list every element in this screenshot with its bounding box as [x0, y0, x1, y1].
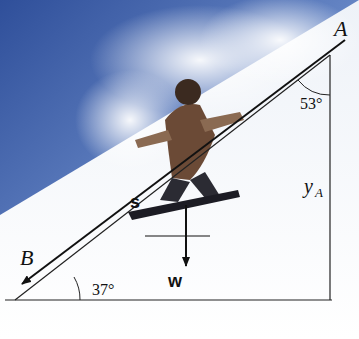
horizontal-line: [5, 299, 332, 300]
weight-arrow: [185, 205, 187, 266]
vector-label: w: [168, 272, 182, 290]
height-subscript: A: [315, 186, 323, 199]
snowboarder: [135, 79, 244, 202]
angle-label: 37°: [92, 282, 114, 298]
point-label: B: [20, 247, 33, 269]
point-label: A: [334, 18, 347, 40]
angle-arc: [74, 277, 80, 300]
snow-spray: [200, 0, 359, 85]
vector-label: s: [130, 193, 140, 211]
snowboard: [128, 190, 240, 220]
height-line: [329, 55, 330, 300]
height-label: y: [304, 176, 313, 196]
angle-arc: [298, 80, 330, 95]
angle-label: 53°: [300, 96, 322, 112]
slope-line: [15, 55, 330, 300]
displacement-arrow: [22, 40, 345, 284]
reference-line: [145, 235, 210, 236]
